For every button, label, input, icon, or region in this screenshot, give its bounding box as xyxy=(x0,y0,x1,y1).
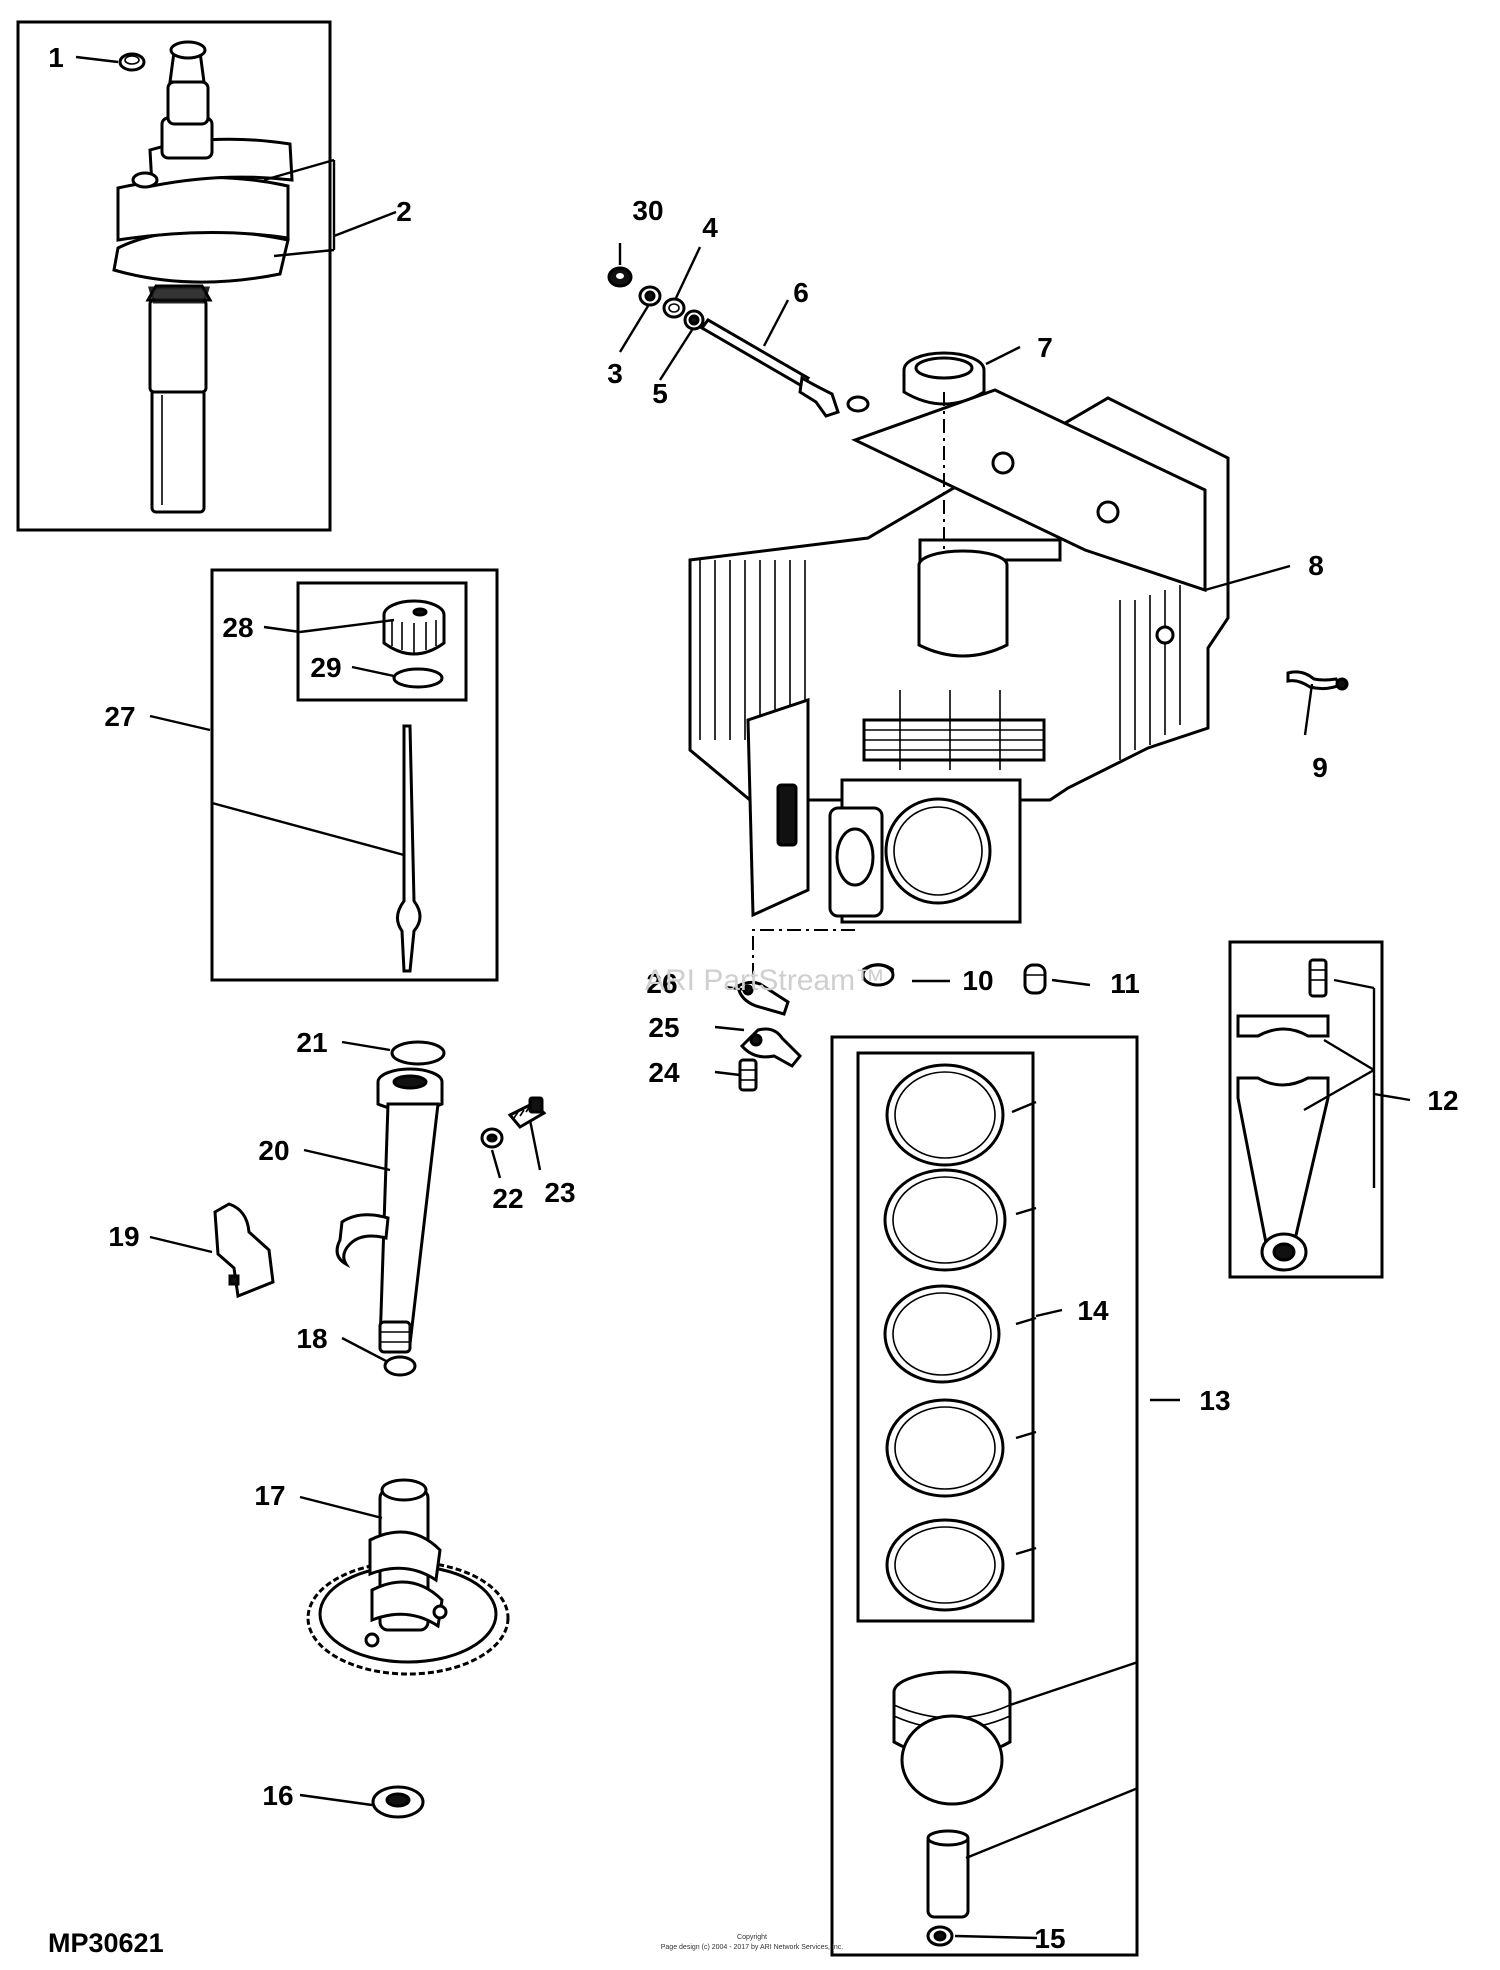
callout-17[interactable]: 17 xyxy=(254,1480,285,1511)
callout-5[interactable]: 5 xyxy=(652,378,668,409)
callout-16[interactable]: 16 xyxy=(262,1780,293,1811)
part-3-washer[interactable] xyxy=(638,285,662,307)
callout-29[interactable]: 29 xyxy=(310,652,341,683)
callout-13[interactable]: 13 xyxy=(1199,1385,1230,1416)
part-20-oil-fill-tube[interactable] xyxy=(335,1067,444,1354)
part-29-o-ring[interactable] xyxy=(392,667,444,689)
callout-28[interactable]: 28 xyxy=(222,612,253,643)
part-2-crankshaft[interactable] xyxy=(112,40,294,514)
part-26-tab[interactable] xyxy=(736,980,790,1016)
part-22-washer[interactable] xyxy=(480,1127,504,1149)
callout-22[interactable]: 22 xyxy=(492,1183,523,1214)
callout-1[interactable]: 1 xyxy=(48,42,64,73)
callout-24[interactable]: 24 xyxy=(648,1057,680,1088)
watermark-text: ARI PartStream™ xyxy=(645,964,885,997)
callout-14[interactable]: 14 xyxy=(1077,1295,1109,1326)
part-17-camshaft[interactable] xyxy=(306,1478,510,1676)
leader-lines xyxy=(75,55,1411,1940)
piston-rings-box xyxy=(856,1051,1035,1623)
callout-30[interactable]: 30 xyxy=(632,195,663,226)
part-4-grommet[interactable] xyxy=(662,297,686,319)
part-11-dowel-pin[interactable] xyxy=(1023,963,1047,995)
part-12-connecting-rod[interactable] xyxy=(1236,958,1330,1272)
part-25-clip[interactable] xyxy=(739,1027,803,1068)
callout-7[interactable]: 7 xyxy=(1037,332,1053,363)
callout-10[interactable]: 10 xyxy=(962,965,993,996)
callout-labels: 1 2 3 4 5 6 7 8 9 10 11 12 13 14 15 16 1… xyxy=(48,42,1458,1954)
callout-8[interactable]: 8 xyxy=(1308,550,1324,581)
part-30-nut[interactable] xyxy=(607,266,633,288)
callout-25[interactable]: 25 xyxy=(648,1012,679,1043)
part-27-dipstick[interactable] xyxy=(396,724,422,973)
part-7-seal-sleeve[interactable] xyxy=(902,351,986,406)
part-28-filler-cap[interactable] xyxy=(382,599,446,656)
part-23-bolt[interactable] xyxy=(507,1096,547,1129)
part-6-governor-rod[interactable] xyxy=(699,318,870,418)
callout-3[interactable]: 3 xyxy=(607,358,623,389)
callout-11[interactable]: 11 xyxy=(1110,968,1140,999)
part-18-o-ring[interactable] xyxy=(383,1355,417,1377)
part-10-plug[interactable] xyxy=(861,963,895,987)
callout-9[interactable]: 9 xyxy=(1312,752,1328,783)
callout-26[interactable]: 26 xyxy=(646,968,677,999)
callout-2[interactable]: 2 xyxy=(396,196,412,227)
connecting-rod-box xyxy=(1228,940,1384,1279)
callout-27[interactable]: 27 xyxy=(104,701,135,732)
copyright-line-1: Copyright xyxy=(737,1934,767,1941)
dipstick-box xyxy=(210,568,499,982)
part-9-breather-fitting[interactable] xyxy=(1286,670,1349,691)
part-19-bracket[interactable] xyxy=(213,1202,275,1299)
part-15-retaining-ring[interactable] xyxy=(926,1925,954,1947)
callout-21[interactable]: 21 xyxy=(296,1027,327,1058)
alignment-line-block xyxy=(752,929,855,990)
callout-19[interactable]: 19 xyxy=(108,1221,139,1252)
callout-15[interactable]: 15 xyxy=(1034,1923,1065,1954)
callout-20[interactable]: 20 xyxy=(258,1135,289,1166)
crankshaft-box xyxy=(16,20,332,532)
part-21-o-ring[interactable] xyxy=(390,1040,446,1066)
copyright-line-2: Page design (c) 2004 - 2017 by ARI Netwo… xyxy=(661,1944,844,1951)
callout-23[interactable]: 23 xyxy=(544,1177,575,1208)
callout-6[interactable]: 6 xyxy=(793,277,809,308)
part-14-piston-rings[interactable] xyxy=(883,1063,1007,1612)
part-24-screw[interactable] xyxy=(738,1058,758,1092)
filler-cap-box xyxy=(296,581,468,702)
callout-18[interactable]: 18 xyxy=(296,1323,327,1354)
part-1-seal-ring[interactable] xyxy=(118,52,146,72)
part-5-washer[interactable] xyxy=(683,309,705,331)
diagram-code: MP30621 xyxy=(48,1928,164,1958)
part-13-piston[interactable] xyxy=(892,1670,1012,1919)
part-16-thrust-washer[interactable] xyxy=(371,1785,425,1819)
piston-box xyxy=(830,1035,1139,1957)
callout-4[interactable]: 4 xyxy=(702,212,718,243)
part-8-engine-block[interactable] xyxy=(688,388,1230,924)
callout-12[interactable]: 12 xyxy=(1427,1085,1458,1116)
